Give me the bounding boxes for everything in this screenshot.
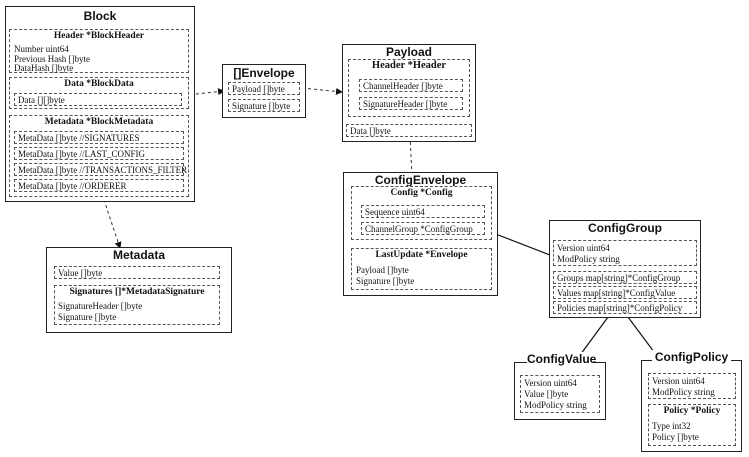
metadata-signatures-field: SignatureHeader []byte xyxy=(58,301,143,311)
config-field: ChannelGroup *ConfigGroup xyxy=(365,224,473,234)
block-title: Block xyxy=(83,9,117,23)
configvalue-field: Version uint64 xyxy=(524,378,577,388)
lastupdate-field: Signature []byte xyxy=(356,276,415,286)
payload-header-field: ChannelHeader []byte xyxy=(363,81,443,91)
payload-header-field-box: SignatureHeader []byte xyxy=(359,97,463,110)
metadata-signatures-title: Signatures []*MetadataSignature xyxy=(69,287,205,297)
configenvelope-title: ConfigEnvelope xyxy=(374,173,467,187)
metadata-box: Metadata Value []byte Signatures []*Meta… xyxy=(46,247,232,333)
configpolicy-fields-group: Version uint64 ModPolicy string xyxy=(648,373,736,399)
metadata-signatures-group: Signatures []*MetadataSignature Signatur… xyxy=(54,285,220,325)
payload-header-field-box: ChannelHeader []byte xyxy=(359,79,463,92)
payload-box: Payload Header *Header ChannelHeader []b… xyxy=(342,44,476,142)
lastupdate-group: LastUpdate *Envelope Payload []byte Sign… xyxy=(351,248,492,290)
configpolicy-box: ConfigPolicy Version uint64 ModPolicy st… xyxy=(641,350,742,452)
block-box: Block Header *BlockHeader Number uint64 … xyxy=(5,6,195,202)
configvalue-title: ConfigValue xyxy=(527,352,597,366)
block-metadata-field: MetaData []byte //LAST_CONFIG xyxy=(18,149,145,159)
metadata-title: Metadata xyxy=(112,248,165,262)
block-metadata-field-box: MetaData []byte //ORDERER xyxy=(14,179,184,192)
block-metadata-field: MetaData []byte //ORDERER xyxy=(18,181,127,191)
block-metadata-field-box: MetaData []byte //LAST_CONFIG xyxy=(14,147,184,160)
block-data-field-box: Data [][]byte xyxy=(14,93,182,106)
envelope-field-box: Payload []byte xyxy=(228,82,300,95)
configgroup-map-box: Groups map[string]*ConfigGroup xyxy=(553,271,697,284)
block-header-field: DataHash []byte xyxy=(14,63,74,73)
configgroup-map-box: Policies map[string]*ConfigPolicy xyxy=(553,301,697,314)
envelope-field: Signature []byte xyxy=(232,101,291,111)
line-payload-to-configenvelope xyxy=(409,135,413,177)
block-header-title: Header *BlockHeader xyxy=(53,31,145,41)
block-metadata-field-box: MetaData []byte //SIGNATURES xyxy=(14,131,184,144)
configgroup-field: ModPolicy string xyxy=(557,254,620,264)
configpolicy-title: ConfigPolicy xyxy=(652,350,731,364)
block-metadata-group: Metadata *BlockMetadata MetaData []byte … xyxy=(9,115,189,197)
metadata-value-box: Value []byte xyxy=(54,266,220,279)
policy-group: Policy *Policy Type int32 Policy []byte xyxy=(648,404,736,446)
config-title: Config *Config xyxy=(390,188,453,198)
configgroup-map-field: Groups map[string]*ConfigGroup xyxy=(557,273,681,283)
payload-header-group: Header *Header ChannelHeader []byte Sign… xyxy=(348,59,470,117)
config-field-box: Sequence uint64 xyxy=(361,205,485,218)
config-field-box: ChannelGroup *ConfigGroup xyxy=(361,222,485,235)
configenvelope-box: ConfigEnvelope Config *Config Sequence u… xyxy=(343,172,498,296)
payload-data-box: Data []byte xyxy=(346,124,472,137)
policy-title: Policy *Policy xyxy=(663,406,721,416)
envelope-field-box: Signature []byte xyxy=(228,99,300,112)
metadata-value-field: Value []byte xyxy=(58,268,103,278)
envelope-field: Payload []byte xyxy=(232,84,285,94)
lastupdate-field: Payload []byte xyxy=(356,265,409,275)
payload-header-field: SignatureHeader []byte xyxy=(363,99,448,109)
configvalue-field: ModPolicy string xyxy=(524,400,587,410)
policy-field: Policy []byte xyxy=(652,432,699,442)
envelope-title: []Envelope xyxy=(233,66,295,80)
configpolicy-field: ModPolicy string xyxy=(652,387,715,397)
configgroup-map-box: Values map[string]*ConfigValue xyxy=(553,286,697,299)
block-metadata-field-box: MetaData []byte //TRANSACTIONS_FILTER xyxy=(14,163,188,176)
lastupdate-title: LastUpdate *Envelope xyxy=(375,250,468,260)
block-header-field: Number uint64 xyxy=(14,44,69,54)
block-header-field: Previous Hash []byte xyxy=(14,54,90,64)
configgroup-map-field: Values map[string]*ConfigValue xyxy=(557,288,676,298)
block-metadata-field: MetaData []byte //TRANSACTIONS_FILTER xyxy=(18,165,188,175)
configgroup-title: ConfigGroup xyxy=(588,221,662,235)
block-data-title: Data *BlockData xyxy=(64,79,134,89)
configvalue-box: ConfigValue Version uint64 Value []byte … xyxy=(514,352,606,420)
configgroup-field: Version uint64 xyxy=(557,243,610,253)
policy-field: Type int32 xyxy=(652,421,691,431)
configgroup-map-field: Policies map[string]*ConfigPolicy xyxy=(557,303,683,313)
payload-title: Payload xyxy=(385,45,433,59)
metadata-signatures-field: Signature []byte xyxy=(58,312,117,322)
block-metadata-field: MetaData []byte //SIGNATURES xyxy=(18,133,140,143)
payload-data-field: Data []byte xyxy=(350,126,391,136)
configpolicy-field: Version uint64 xyxy=(652,376,705,386)
configvalue-field: Value []byte xyxy=(524,389,569,399)
block-data-field: Data [][]byte xyxy=(18,95,65,105)
configvalue-fields-group: Version uint64 Value []byte ModPolicy st… xyxy=(520,375,600,413)
config-group: Config *Config Sequence uint64 ChannelGr… xyxy=(351,186,492,240)
block-data-group: Data *BlockData Data [][]byte xyxy=(9,77,189,109)
arrow-envelope-to-payload xyxy=(301,87,343,95)
block-metadata-title: Metadata *BlockMetadata xyxy=(44,117,154,127)
payload-header-title: Header *Header xyxy=(371,60,447,71)
config-field: Sequence uint64 xyxy=(365,207,425,217)
configgroup-fields-group: Version uint64 ModPolicy string xyxy=(553,240,697,266)
configgroup-box: ConfigGroup Version uint64 ModPolicy str… xyxy=(549,220,701,318)
envelope-box: []Envelope Payload []byte Signature []by… xyxy=(222,64,306,118)
block-header-group: Header *BlockHeader Number uint64 Previo… xyxy=(9,29,189,73)
